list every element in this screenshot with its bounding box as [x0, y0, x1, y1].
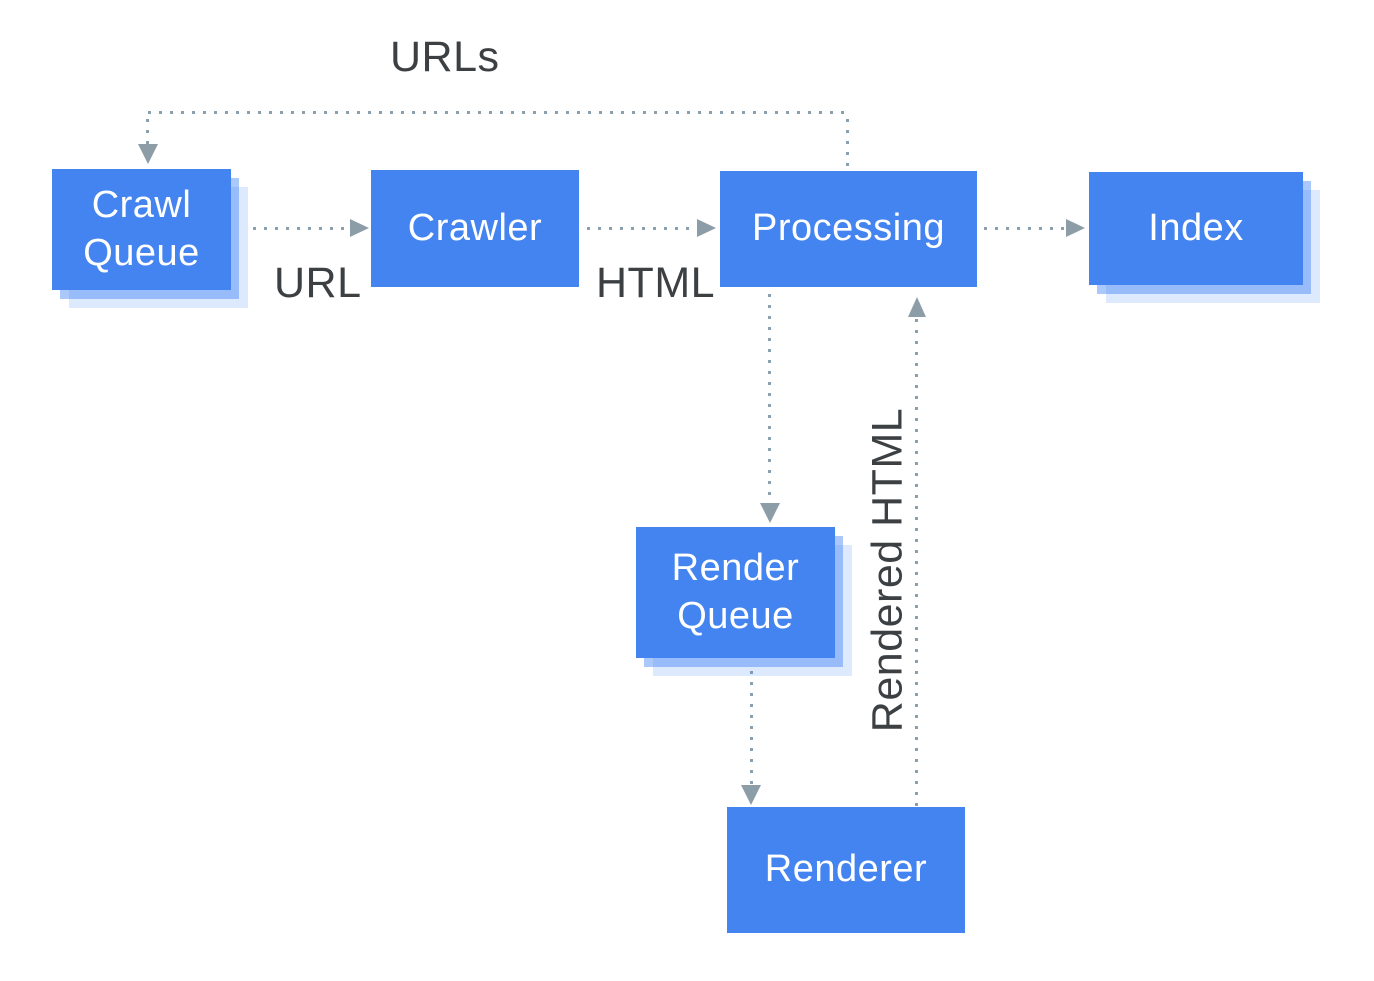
edge-label-urls: URLs: [390, 33, 500, 81]
edge-label-url: URL: [274, 259, 362, 307]
edge-renderer-to-processing: [915, 319, 918, 807]
node-renderer-label: Renderer: [764, 848, 928, 891]
node-crawler: Crawler: [371, 170, 579, 287]
node-crawl-queue-label: Crawl Queue: [83, 183, 200, 274]
edge-label-html: HTML: [596, 259, 716, 307]
edge-processing-to-render-queue: [768, 294, 771, 502]
node-processing: Processing: [720, 171, 977, 287]
edge-processing-to-crawl-queue-left-segment: [146, 119, 149, 145]
node-render-queue: Render Queue: [636, 527, 835, 658]
edge-processing-to-index: [984, 227, 1064, 230]
edge-render-queue-to-renderer: [750, 671, 753, 785]
node-index-label: Index: [1148, 206, 1244, 249]
arrowhead-down-into-renderer-icon: [741, 785, 761, 805]
edge-processing-to-crawl-queue-right-segment: [846, 119, 849, 171]
edge-processing-to-crawl-queue-top-segment: [148, 111, 849, 114]
arrowhead-right-into-index-icon: [1066, 219, 1085, 237]
arrowhead-down-into-crawl-queue-icon: [138, 144, 158, 164]
edge-crawler-to-processing: [587, 227, 695, 230]
node-crawler-label: Crawler: [407, 206, 543, 249]
arrowhead-up-into-processing-icon: [908, 297, 926, 317]
arrowhead-right-into-crawler-icon: [350, 219, 369, 237]
edge-label-rendered-html: Rendered HTML: [863, 407, 912, 733]
node-renderer: Renderer: [727, 807, 965, 933]
node-crawl-queue: Crawl Queue: [52, 169, 231, 290]
arrowhead-right-into-processing-icon: [697, 219, 716, 237]
node-index: Index: [1089, 172, 1303, 285]
node-render-queue-label: Render Queue: [671, 546, 800, 637]
node-processing-label: Processing: [752, 207, 945, 250]
edge-crawl-queue-to-crawler: [253, 227, 350, 230]
arrowhead-down-into-render-queue-icon: [760, 503, 780, 523]
